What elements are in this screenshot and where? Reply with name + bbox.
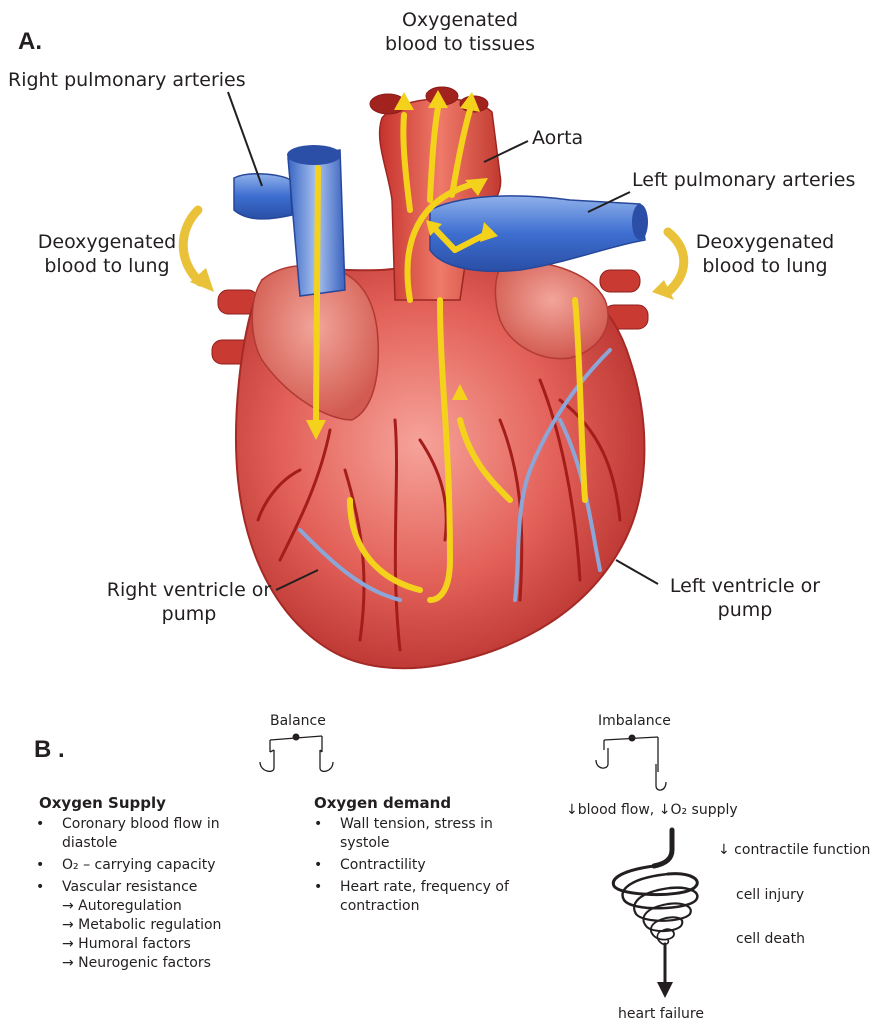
bullet-icon: •: [36, 878, 44, 897]
label-deoxygenated-right: Deoxygenated blood to lung: [680, 230, 850, 278]
list-item: • O₂ – carrying capacity: [36, 856, 276, 875]
bullet-icon: •: [314, 815, 322, 834]
subitem-neurogenic: → Neurogenic factors: [36, 954, 276, 973]
label-deoxygenated-left: Deoxygenated blood to lung: [22, 230, 192, 278]
oxygen-supply-section: Oxygen Supply • Coronary blood flow in d…: [36, 794, 276, 973]
balance-scale-icon: [255, 728, 345, 778]
list-item: • Contractility: [314, 856, 564, 875]
oxygen-demand-list: • Wall tension, stress in systole • Cont…: [314, 815, 564, 916]
right-pulmonary-artery: [234, 174, 292, 219]
spiral-icon: [610, 826, 720, 1006]
oxygen-supply-heading: Oxygen Supply: [39, 794, 276, 812]
oxygen-supply-list: • Coronary blood flow in diastole • O₂ –…: [36, 815, 276, 897]
bullet-icon: •: [314, 856, 322, 875]
label-oxygenated-blood: Oxygenated blood to tissues: [350, 8, 570, 56]
cascade-step-cell-injury: cell injury: [736, 885, 804, 905]
pulmonary-trunk: [430, 196, 645, 271]
bullet-icon: •: [36, 856, 44, 875]
panel-b-label: B .: [34, 736, 65, 764]
label-left-ventricle: Left ventricle or pump: [650, 574, 840, 622]
subitem-autoregulation: → Autoregulation: [36, 897, 276, 916]
bullet-icon: •: [36, 815, 44, 834]
label-left-pulmonary-arteries: Left pulmonary arteries: [632, 168, 855, 192]
oxygen-demand-section: Oxygen demand • Wall tension, stress in …: [314, 794, 564, 916]
subitem-metabolic: → Metabolic regulation: [36, 916, 276, 935]
label-right-ventricle: Right ventricle or pump: [94, 578, 284, 626]
cascade-step-cell-death: cell death: [736, 929, 805, 949]
list-item: • Coronary blood flow in diastole: [36, 815, 276, 853]
oxygen-demand-heading: Oxygen demand: [314, 794, 564, 812]
label-aorta: Aorta: [532, 126, 583, 150]
cascade-start: ↓blood flow, ↓O₂ supply: [566, 800, 738, 820]
cascade-step-contractile: ↓ contractile function: [718, 840, 870, 860]
imbalance-scale-icon: [590, 728, 670, 794]
cascade-end: heart failure: [618, 1004, 704, 1024]
subitem-humoral: → Humoral factors: [36, 935, 276, 954]
list-item: • Vascular resistance: [36, 878, 276, 897]
list-item: • Wall tension, stress in systole: [314, 815, 564, 853]
list-item: • Heart rate, frequency of contraction: [314, 878, 564, 916]
label-right-pulmonary-arteries: Right pulmonary arteries: [8, 68, 246, 92]
bullet-icon: •: [314, 878, 322, 897]
vascular-subitems: → Autoregulation → Metabolic regulation …: [36, 897, 276, 973]
